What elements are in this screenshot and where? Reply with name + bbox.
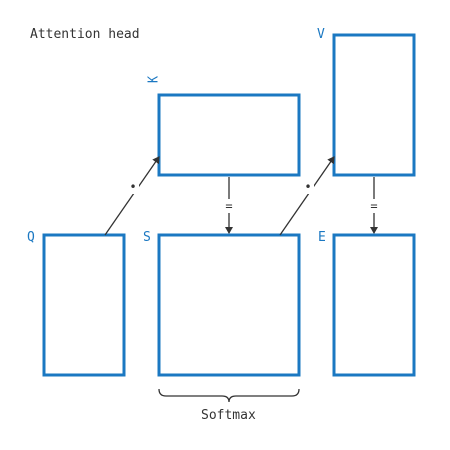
equals-operator-ks: = [225, 199, 232, 213]
matrix-q-box [42, 233, 126, 377]
diagram-title: Attention head [30, 27, 140, 42]
equals-operator-ve: = [370, 199, 377, 213]
matrix-k-label: K [146, 75, 162, 84]
matrix-e-box [332, 233, 416, 377]
matrix-k-box [157, 93, 301, 177]
dot-operator-sv: • [304, 180, 311, 194]
softmax-brace [158, 388, 300, 403]
matrix-v-label: V [317, 27, 325, 42]
q-to-k-arrow [104, 156, 160, 236]
s-to-v-arrow [279, 156, 335, 236]
matrix-s-label: S [143, 230, 151, 245]
dot-operator-qk: • [129, 180, 136, 194]
matrix-e-label: E [318, 230, 326, 245]
softmax-label: Softmax [201, 408, 256, 423]
matrix-s-box [157, 233, 301, 377]
matrix-v-box [332, 33, 416, 177]
matrix-q-label: Q [27, 230, 35, 245]
